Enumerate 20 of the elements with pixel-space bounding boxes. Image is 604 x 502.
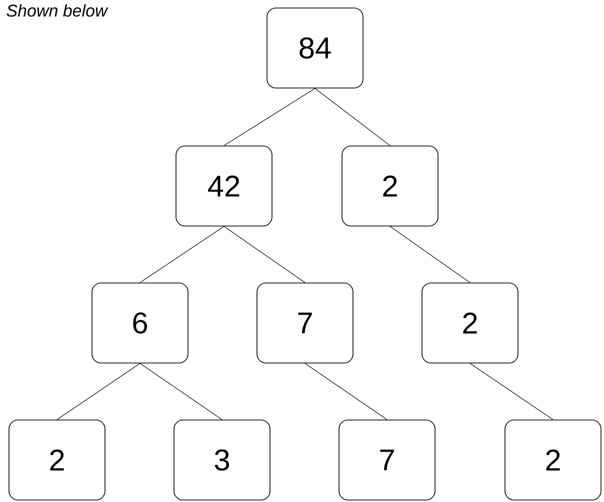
number-box: 2 (422, 282, 518, 364)
number-box: 2 (8, 420, 106, 500)
connector-line (224, 88, 316, 146)
number-box: 2 (342, 146, 438, 226)
connector-line (390, 226, 470, 283)
connector-line (140, 226, 224, 283)
connector-line (314, 88, 390, 146)
connector-line (56, 363, 140, 420)
number-box: 7 (256, 282, 354, 364)
number-box: 7 (338, 420, 436, 500)
connector-line (140, 363, 222, 420)
connector-line (304, 363, 388, 420)
number-box: 6 (92, 282, 188, 364)
number-box: 2 (504, 420, 602, 500)
number-box: 84 (266, 8, 364, 88)
connector-line (224, 226, 306, 283)
number-box: 42 (176, 146, 272, 226)
number-box: 3 (174, 420, 270, 500)
connector-line (470, 363, 554, 420)
caption-text: Shown below (6, 4, 108, 17)
